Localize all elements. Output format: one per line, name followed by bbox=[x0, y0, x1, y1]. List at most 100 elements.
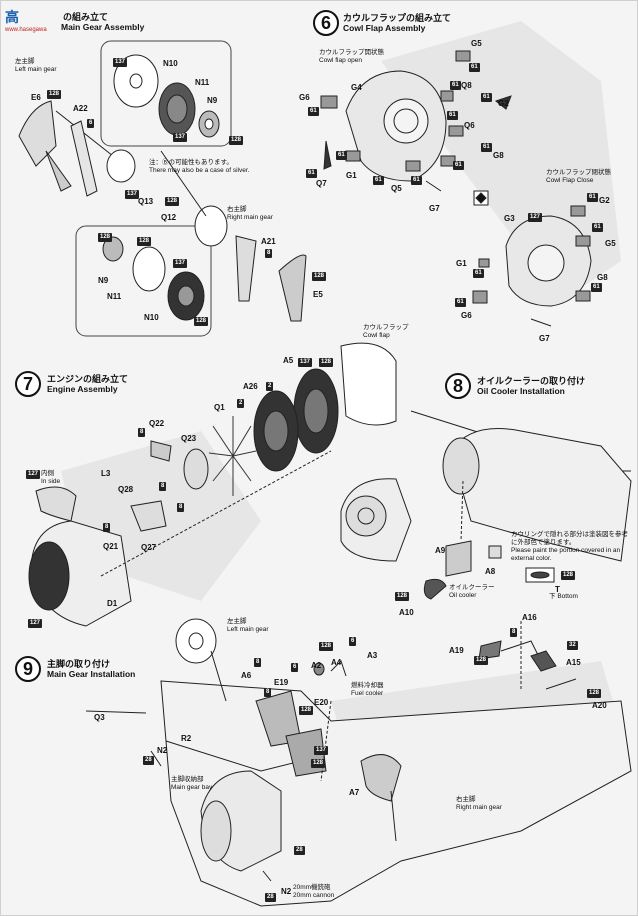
part-label: Q1 bbox=[214, 403, 225, 412]
part-label: G1 bbox=[346, 171, 357, 180]
color-badge: 8 bbox=[159, 482, 167, 491]
step-7-number: 7 bbox=[15, 371, 41, 397]
color-badge: 61 bbox=[450, 81, 461, 90]
part-label: G4 bbox=[351, 83, 362, 92]
part-label: E5 bbox=[313, 290, 323, 299]
color-badge: 28 bbox=[265, 893, 276, 902]
part-label: Q5 bbox=[391, 184, 402, 193]
part-label: A3 bbox=[367, 651, 378, 660]
part-label: N9 bbox=[207, 96, 218, 105]
color-badge: 137 bbox=[173, 259, 188, 268]
step-6-number: 6 bbox=[313, 10, 339, 36]
part-label: Q6 bbox=[464, 121, 475, 130]
color-badge: 128 bbox=[312, 272, 327, 281]
color-badge: 128 bbox=[165, 197, 180, 206]
step6-title-jp: カウルフラップの組み立て bbox=[343, 13, 452, 23]
part-label: N11 bbox=[195, 78, 210, 87]
color-badge: 127 bbox=[26, 470, 41, 479]
color-badge: 137 bbox=[173, 133, 188, 142]
step8-title-jp: オイルクーラーの取り付け bbox=[477, 376, 586, 386]
part-label: Q21 bbox=[103, 542, 119, 551]
color-badge: 137 bbox=[314, 746, 329, 755]
part-label: A7 bbox=[349, 788, 360, 797]
color-badge: 128 bbox=[194, 317, 209, 326]
color-badge: 61 bbox=[308, 107, 319, 116]
color-badge: 6 bbox=[291, 663, 299, 672]
part-label: A15 bbox=[566, 658, 581, 667]
part-label: G5 bbox=[471, 39, 482, 48]
paint-note: カウリングで隠れる部分は塗装図を参考に外部色で塗ります。Please paint… bbox=[511, 531, 628, 562]
color-badge: 8 bbox=[177, 503, 185, 512]
part-label: A26 bbox=[243, 382, 258, 391]
part-label: G1 bbox=[456, 259, 467, 268]
step9-title-jp: 主脚の取り付け bbox=[47, 659, 111, 669]
part-label: N10 bbox=[144, 313, 159, 322]
color-badge: 61 bbox=[481, 143, 492, 152]
color-badge: 128 bbox=[311, 759, 326, 768]
color-badge: 8 bbox=[265, 249, 273, 258]
part-label: A4 bbox=[331, 658, 342, 667]
color-badge: 128 bbox=[474, 656, 489, 665]
part-label: A9 bbox=[435, 546, 446, 555]
color-badge: 127 bbox=[28, 619, 43, 628]
part-label: A10 bbox=[399, 608, 414, 617]
part-label: N2 bbox=[157, 746, 168, 755]
color-badge: 61 bbox=[473, 269, 484, 278]
color-badge: 128 bbox=[319, 358, 334, 367]
part-label: N9 bbox=[98, 276, 109, 285]
color-badge: 8 bbox=[254, 658, 262, 667]
silver-note: 注：Ⓑの可能性もあります。There may also be a case of… bbox=[149, 159, 250, 174]
step8-title-en: Oil Cooler Installation bbox=[477, 386, 565, 396]
part-label: A21 bbox=[261, 237, 276, 246]
part-label: N10 bbox=[163, 59, 178, 68]
color-badge: 61 bbox=[469, 63, 480, 72]
part-label: Q7 bbox=[316, 179, 327, 188]
color-badge: 8 bbox=[103, 523, 111, 532]
color-badge: 127 bbox=[528, 213, 543, 222]
color-badge: 61 bbox=[336, 151, 347, 160]
step6-title-en: Cowl Flap Assembly bbox=[343, 23, 426, 33]
color-badge: 32 bbox=[567, 641, 578, 650]
part-label: E20 bbox=[314, 698, 329, 707]
part-label: T bbox=[555, 585, 560, 594]
step5-title-jp: の組み立て bbox=[63, 12, 109, 22]
part-label: A8 bbox=[485, 567, 496, 576]
color-badge: 8 bbox=[510, 628, 518, 637]
part-label: A20 bbox=[592, 701, 607, 710]
color-badge: 61 bbox=[453, 161, 464, 170]
color-badge: 137 bbox=[298, 358, 313, 367]
color-badge: 61 bbox=[481, 93, 492, 102]
color-badge: 2 bbox=[266, 382, 274, 391]
color-badge: 128 bbox=[319, 642, 334, 651]
part-label: G2 bbox=[599, 196, 610, 205]
color-badge: 137 bbox=[113, 58, 128, 67]
color-badge: 128 bbox=[47, 90, 62, 99]
color-badge: 61 bbox=[373, 176, 384, 185]
color-badge: 128 bbox=[587, 689, 602, 698]
site-logo: 高 www.hasegawa bbox=[5, 9, 47, 33]
color-badge: 61 bbox=[306, 169, 317, 178]
color-badge: 61 bbox=[592, 223, 603, 232]
step9-title-en: Main Gear Installation bbox=[47, 669, 136, 679]
step-8-number: 8 bbox=[445, 373, 471, 399]
part-label: A5 bbox=[283, 356, 294, 365]
color-badge: 128 bbox=[137, 237, 152, 246]
color-badge: 28 bbox=[294, 846, 305, 855]
part-label: E19 bbox=[274, 678, 289, 687]
part-label: G8 bbox=[597, 273, 608, 282]
step5-title-en: Main Gear Assembly bbox=[61, 22, 145, 32]
part-label: D1 bbox=[107, 599, 118, 608]
part-label: Q8 bbox=[461, 81, 472, 90]
bottom-label: 下 Bottom bbox=[549, 593, 578, 600]
